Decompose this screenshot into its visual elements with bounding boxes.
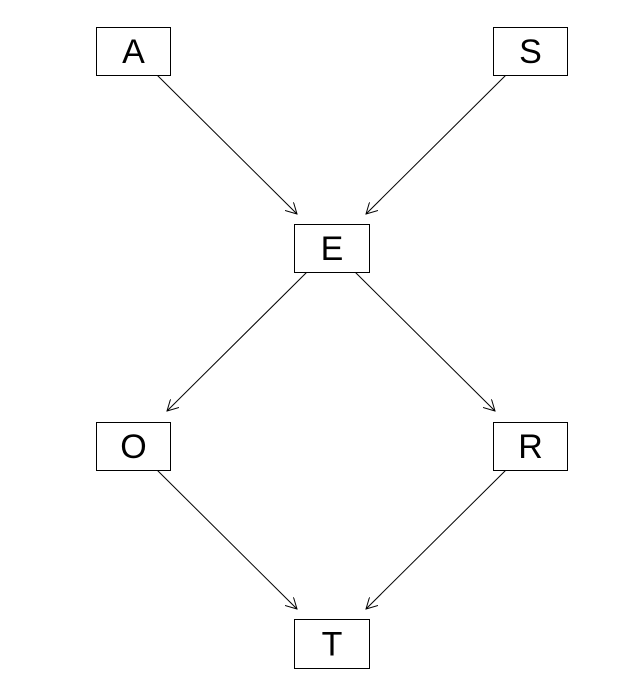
edge-s-to-e [366, 74, 507, 214]
nodes-layer: A S E O R T [96, 27, 568, 669]
edge-a-to-e [156, 74, 297, 214]
node-label: S [519, 33, 542, 71]
node-o: O [96, 422, 171, 471]
edges-layer [156, 74, 507, 609]
node-s: S [493, 27, 568, 76]
node-e: E [294, 224, 370, 273]
node-r: R [493, 422, 568, 471]
edge-o-to-t [156, 469, 297, 609]
node-label: E [321, 230, 344, 268]
node-label: O [120, 428, 146, 466]
node-a: A [96, 27, 171, 76]
node-box [96, 422, 171, 471]
edge-r-to-t [366, 469, 507, 609]
node-box [294, 619, 370, 669]
node-box [96, 27, 171, 76]
node-box [294, 224, 370, 273]
node-label: R [518, 428, 543, 466]
node-label: A [122, 33, 145, 71]
node-label: T [322, 626, 343, 664]
node-box [493, 422, 568, 471]
node-t: T [294, 619, 370, 669]
edge-e-to-o [167, 271, 308, 411]
node-box [493, 27, 568, 76]
edge-e-to-r [354, 271, 495, 411]
